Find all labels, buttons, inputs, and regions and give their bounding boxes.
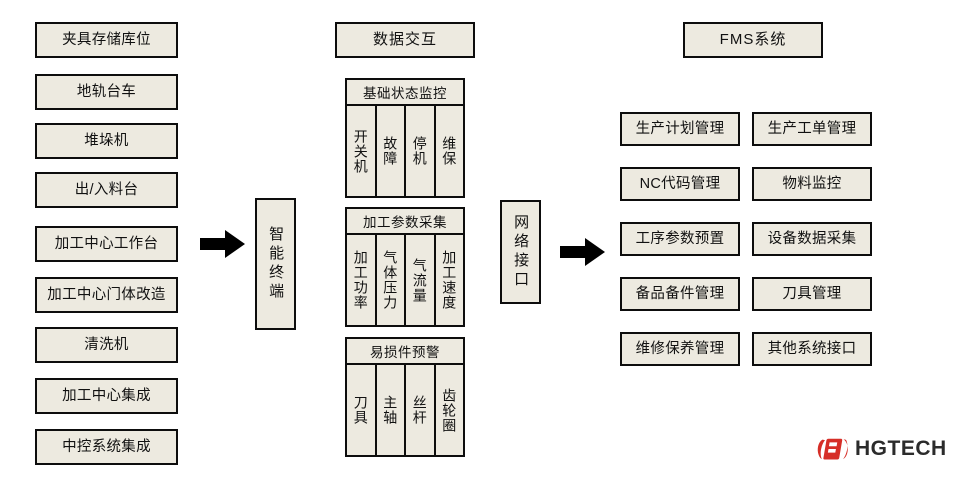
cell-basic-3[interactable]: 停机 [406,106,434,196]
equipment-box-5[interactable]: 加工中心工作台 [35,226,178,262]
cell-param-1[interactable]: 加工功率 [347,235,375,325]
hgtech-logo: HGTECH [816,437,947,461]
fms-module-other-interfaces[interactable]: 其他系统接口 [752,332,872,366]
network-interface-box[interactable]: 网络接口 [500,200,541,304]
equipment-box-3[interactable]: 堆垛机 [35,123,178,159]
group-process-parameter-acquisition: 加工参数采集 加工功率 气体压力 气流量 加工速度 [345,207,465,327]
cell-param-2[interactable]: 气体压力 [376,235,404,325]
cell-param-4[interactable]: 加工速度 [435,235,463,325]
group-header-process-parameter-acquisition: 加工参数采集 [345,207,465,235]
fms-module-tool-management[interactable]: 刀具管理 [752,277,872,311]
data-interaction-title: 数据交互 [335,22,475,58]
group-cells-basic-status-monitoring: 开关机 故障 停机 维保 [345,106,465,198]
equipment-box-8[interactable]: 加工中心集成 [35,378,178,414]
group-header-wear-part-warning: 易损件预警 [345,337,465,365]
cell-wear-1[interactable]: 刀具 [347,365,375,455]
equipment-box-1[interactable]: 夹具存储库位 [35,22,178,58]
cell-wear-2[interactable]: 主轴 [376,365,404,455]
equipment-box-9[interactable]: 中控系统集成 [35,429,178,465]
arrow-network-to-fms-icon [560,237,606,267]
cell-param-3[interactable]: 气流量 [406,235,434,325]
group-cells-process-parameter-acquisition: 加工功率 气体压力 气流量 加工速度 [345,235,465,327]
hgtech-logo-text: HGTECH [855,437,947,460]
group-cells-wear-part-warning: 刀具 主轴 丝杆 齿轮圈 [345,365,465,457]
hgtech-logo-mark-icon [816,437,848,461]
equipment-box-7[interactable]: 清洗机 [35,327,178,363]
arrow-equipment-to-terminal-icon [200,229,246,259]
equipment-box-4[interactable]: 出/入料台 [35,172,178,208]
fms-module-equipment-data[interactable]: 设备数据采集 [752,222,872,256]
cell-basic-2[interactable]: 故障 [376,106,404,196]
group-wear-part-warning: 易损件预警 刀具 主轴 丝杆 齿轮圈 [345,337,465,457]
group-basic-status-monitoring: 基础状态监控 开关机 故障 停机 维保 [345,78,465,198]
fms-module-process-preset[interactable]: 工序参数预置 [620,222,740,256]
cell-basic-4[interactable]: 维保 [435,106,463,196]
group-header-basic-status-monitoring: 基础状态监控 [345,78,465,106]
equipment-box-6[interactable]: 加工中心门体改造 [35,277,178,313]
fms-module-spare-parts[interactable]: 备品备件管理 [620,277,740,311]
smart-terminal-box[interactable]: 智能终端 [255,198,296,330]
fms-system-title: FMS系统 [683,22,823,58]
cell-wear-3[interactable]: 丝杆 [406,365,434,455]
fms-module-maintenance[interactable]: 维修保养管理 [620,332,740,366]
fms-module-production-plan[interactable]: 生产计划管理 [620,112,740,146]
cell-wear-4[interactable]: 齿轮圈 [435,365,463,455]
equipment-box-2[interactable]: 地轨台车 [35,74,178,110]
fms-module-nc-code[interactable]: NC代码管理 [620,167,740,201]
cell-basic-1[interactable]: 开关机 [347,106,375,196]
fms-module-material-monitoring[interactable]: 物料监控 [752,167,872,201]
fms-module-work-order[interactable]: 生产工单管理 [752,112,872,146]
